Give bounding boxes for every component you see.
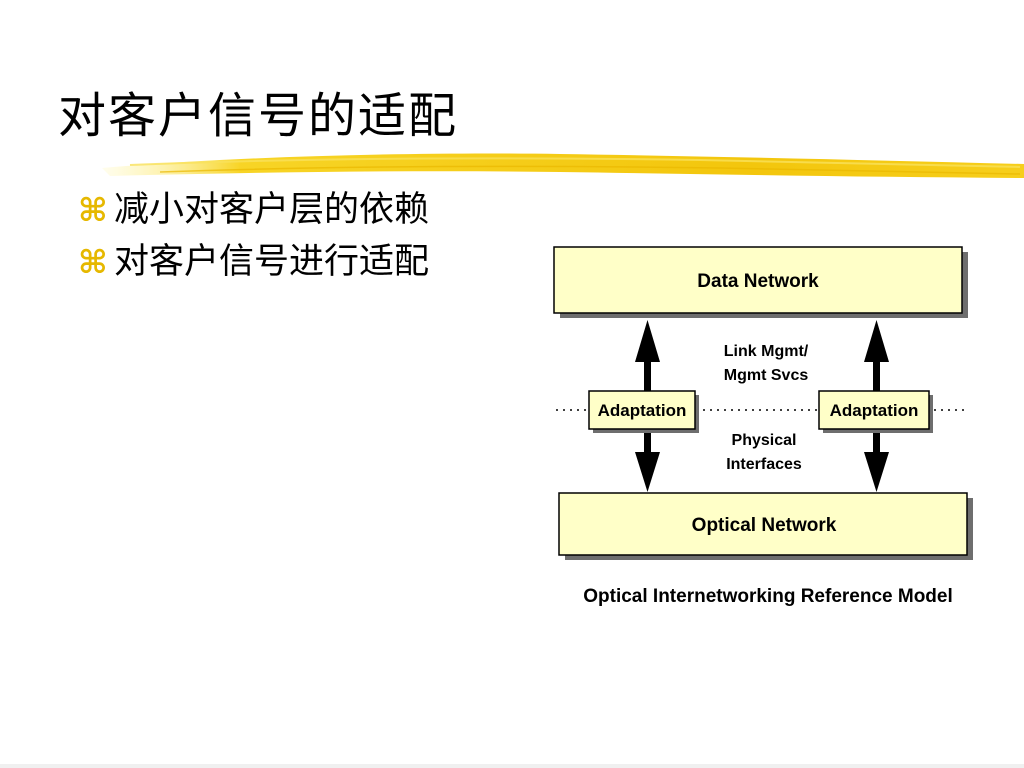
slide-title: 对客户信号的适配 — [58, 88, 459, 144]
optical-network-label: Optical Network — [692, 515, 837, 536]
title-underline-decoration — [102, 153, 1024, 178]
physical-label: Physical — [732, 432, 797, 449]
diagram-caption: Optical Internetworking Reference Model — [583, 586, 953, 607]
data-network-box: Data Network — [553, 246, 968, 318]
mgmt-svcs-label: Mgmt Svcs — [724, 367, 809, 384]
left-adaptation-label: Adaptation — [598, 401, 687, 420]
left-up-arrow — [635, 320, 660, 392]
interfaces-label: Interfaces — [726, 456, 802, 473]
left-down-arrow — [635, 430, 660, 492]
optical-network-box: Optical Network — [558, 492, 973, 560]
right-adaptation-label: Adaptation — [830, 401, 919, 420]
footer-divider — [0, 764, 1024, 768]
bullet-item: ⌘ 减小对客户层的依赖 — [78, 188, 478, 232]
right-down-arrow — [864, 430, 889, 492]
right-up-arrow — [864, 320, 889, 392]
command-icon: ⌘ — [78, 191, 108, 229]
bullet-text: 对客户信号进行适配 — [114, 242, 430, 282]
right-adaptation-box: Adaptation — [818, 390, 933, 433]
link-mgmt-label: Link Mgmt/ — [724, 343, 809, 360]
left-adaptation-box: Adaptation — [588, 390, 699, 433]
bullet-item: ⌘ 对客户信号进行适配 — [78, 240, 478, 284]
command-icon: ⌘ — [78, 243, 108, 281]
bullet-list: ⌘ 减小对客户层的依赖 ⌘ 对客户信号进行适配 — [78, 188, 478, 292]
bullet-text: 减小对客户层的依赖 — [114, 190, 430, 230]
data-network-label: Data Network — [697, 271, 819, 292]
